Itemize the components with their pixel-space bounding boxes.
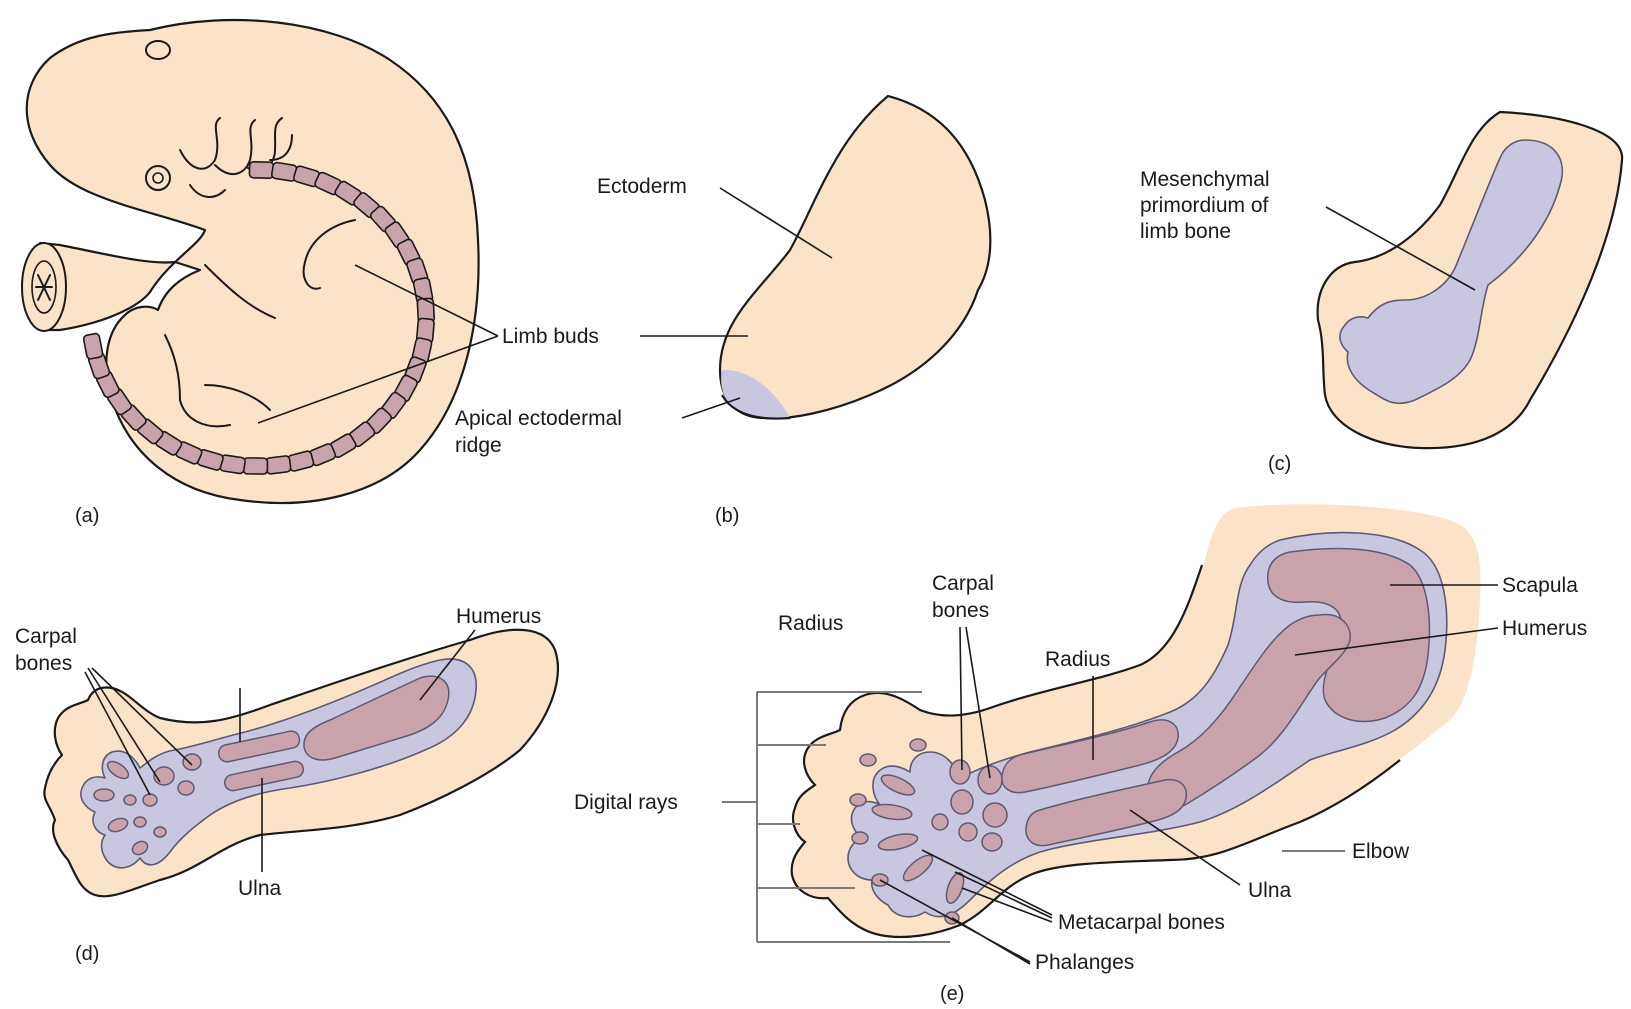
apical-ridge-label-2: ridge	[455, 434, 502, 457]
panel-a-caption: (a)	[75, 505, 99, 527]
ulna-label-d: Ulna	[238, 877, 282, 900]
panel-c-caption: (c)	[1268, 453, 1291, 475]
ray-element	[94, 789, 114, 801]
carpal-bone	[959, 823, 977, 841]
radius-label-e: Radius	[1045, 648, 1110, 671]
carpal-bone	[178, 781, 194, 795]
phalanx	[910, 739, 926, 751]
panel-a: Limb buds (a)	[22, 20, 599, 527]
carpal-label-e-2: bones	[932, 599, 989, 622]
ray-element	[154, 827, 166, 837]
ectoderm-label: Ectoderm	[597, 175, 687, 198]
carpal-label-d-2: bones	[15, 652, 72, 675]
elbow-label: Elbow	[1352, 840, 1410, 863]
phalanx	[850, 794, 866, 806]
somite	[243, 458, 267, 474]
phalanges-label: Phalanges	[1035, 951, 1134, 974]
radius-label-e-top: Radius	[778, 612, 843, 635]
carpal-bone	[983, 803, 1007, 827]
ulna-label-e: Ulna	[1248, 879, 1292, 902]
carpal-label-e-1: Carpal	[932, 572, 994, 595]
panel-d-caption: (d)	[75, 943, 99, 965]
mesenchymal-label-2: primordium of	[1140, 194, 1269, 217]
mesenchymal-label-1: Mesenchymal	[1140, 168, 1270, 191]
panel-e: Radius Carpal bones Radius Scapula Humer…	[574, 504, 1587, 1005]
apical-ridge-leader	[682, 398, 740, 418]
carpal-bone	[950, 760, 970, 784]
digital-rays-label: Digital rays	[574, 791, 678, 814]
ray-element	[124, 795, 136, 805]
phalanx	[852, 832, 868, 844]
somite	[249, 162, 273, 178]
carpal-bone	[183, 754, 201, 770]
carpal-label-d-1: Carpal	[15, 625, 77, 648]
ray-element	[134, 817, 146, 827]
carpal-bone	[932, 814, 948, 830]
carpal-bone	[143, 794, 157, 806]
limb-bud	[720, 96, 990, 418]
panel-e-caption: (e)	[940, 983, 964, 1005]
humerus-label-e: Humerus	[1502, 617, 1587, 640]
somite	[83, 333, 103, 360]
carpal-bone	[982, 833, 1002, 851]
panel-d: Carpal bones Humerus Ulna (d)	[15, 605, 558, 965]
panel-b: Ectoderm Apical ectodermal ridge (b)	[455, 96, 990, 527]
mesenchymal-label-3: limb bone	[1140, 220, 1231, 243]
panel-c: Mesenchymal primordium of limb bone (c)	[1140, 112, 1622, 475]
phalanx	[860, 754, 876, 766]
metacarpal-label: Metacarpal bones	[1058, 911, 1225, 934]
scapula-label-e: Scapula	[1502, 574, 1578, 597]
carpal-bone	[978, 766, 1002, 794]
humerus-label-d: Humerus	[456, 605, 541, 628]
somite	[265, 456, 291, 475]
limb-buds-label: Limb buds	[502, 325, 599, 348]
apical-ridge-label-1: Apical ectodermal	[455, 407, 622, 430]
carpal-bone	[951, 790, 973, 814]
panel-b-caption: (b)	[715, 505, 739, 527]
